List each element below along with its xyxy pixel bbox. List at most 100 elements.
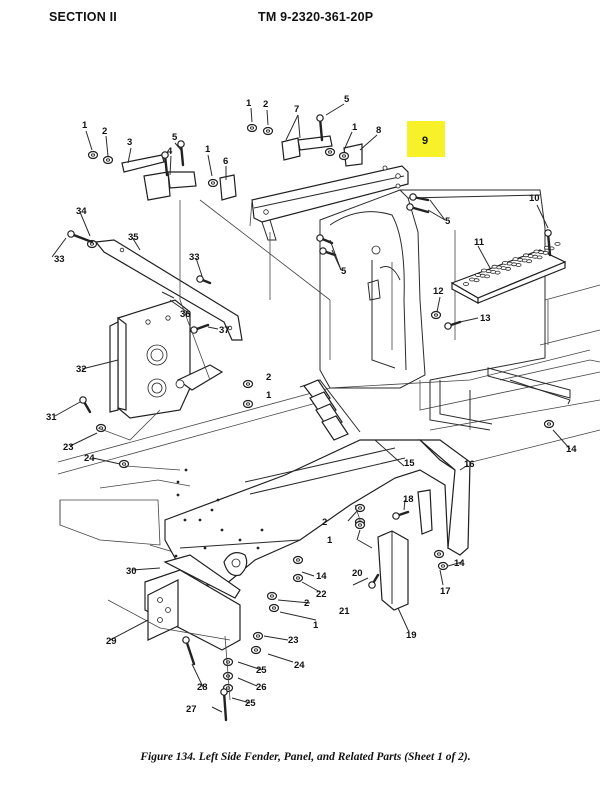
bolt-head	[544, 229, 552, 237]
hinge-brackets	[121, 135, 363, 201]
callout-32: 32	[76, 364, 87, 375]
callout-3: 3	[127, 137, 132, 148]
leader-line	[191, 663, 204, 688]
figure-caption: Figure 134. Left Side Fender, Panel, and…	[140, 751, 471, 763]
callout-20: 20	[352, 568, 363, 579]
step-hole	[512, 257, 519, 262]
fender-side-bracket	[377, 489, 433, 611]
support-arm	[94, 239, 243, 341]
leader-line	[207, 326, 219, 330]
nut-bore	[269, 594, 274, 598]
callout-36: 36	[180, 309, 191, 320]
callout-14: 14	[566, 444, 577, 455]
callout-2: 2	[266, 372, 271, 383]
callout-1: 1	[82, 120, 88, 131]
callout-2: 2	[263, 99, 268, 110]
step-hole	[468, 277, 475, 282]
callout-1: 1	[205, 144, 211, 155]
step-plate	[450, 241, 567, 305]
leader-line	[81, 359, 119, 370]
fender-bolt-hole	[176, 493, 180, 497]
callout-28: 28	[197, 682, 208, 693]
callout-25: 25	[256, 665, 267, 676]
leader-line	[356, 529, 361, 541]
callout-13: 13	[480, 313, 491, 324]
bolt-head	[220, 688, 228, 696]
leader-line	[301, 571, 315, 577]
leader-line	[92, 457, 121, 465]
bolt	[222, 690, 228, 722]
callout-8: 8	[376, 125, 381, 136]
callout-5: 5	[445, 216, 451, 227]
callout-1: 1	[246, 98, 252, 109]
leader-line	[131, 567, 161, 571]
nut-bore	[245, 402, 250, 406]
callout-37: 37	[219, 325, 230, 336]
light-bracket	[109, 299, 224, 419]
leader-line	[207, 154, 213, 177]
callout-23: 23	[288, 635, 299, 646]
leader-line	[297, 114, 301, 139]
fender-bolt-hole	[176, 480, 180, 484]
nut-bore	[436, 552, 441, 556]
leader-line	[211, 706, 223, 713]
step-hole	[491, 264, 498, 269]
leader-line	[374, 439, 405, 467]
leader-line	[427, 209, 446, 221]
leader-line	[459, 317, 479, 323]
callout-1: 1	[266, 390, 272, 401]
nut-bore	[357, 523, 362, 527]
step-hole	[501, 260, 508, 265]
leader-line	[439, 569, 444, 586]
bolt-head	[182, 636, 190, 644]
bolt-head	[177, 140, 185, 148]
nut-bore	[433, 313, 438, 317]
nut-bore	[440, 564, 445, 568]
bolt-head	[409, 193, 417, 201]
callout-14: 14	[316, 571, 327, 582]
fender-bolt-hole	[220, 528, 224, 532]
leader-line	[397, 607, 410, 633]
callout-30: 30	[126, 566, 137, 577]
bolt-head	[67, 230, 75, 238]
leader-line	[237, 661, 263, 671]
leader-line	[105, 135, 109, 157]
callout-5: 5	[341, 266, 347, 277]
callout-11: 11	[474, 237, 485, 248]
leader-line	[277, 599, 311, 604]
callout-2: 2	[322, 517, 327, 528]
nut-bore	[91, 153, 96, 157]
leader-line	[552, 429, 571, 450]
callout-9-label: 9	[422, 135, 428, 147]
callout-1: 1	[313, 620, 319, 631]
leader-line	[429, 199, 446, 221]
nut-bore	[341, 154, 346, 158]
nut-bore	[245, 382, 250, 386]
leader-line	[169, 155, 172, 176]
callout-33: 33	[189, 252, 200, 263]
step-hole	[523, 253, 530, 258]
leader-line	[195, 257, 203, 277]
callout-2: 2	[102, 126, 107, 137]
leader-line	[359, 134, 378, 151]
nut-bore	[295, 558, 300, 562]
fender-bolt-hole	[203, 546, 207, 550]
leader-line	[267, 653, 294, 663]
callout-5: 5	[344, 94, 350, 105]
step-hole	[462, 282, 469, 286]
callout-19: 19	[406, 630, 417, 641]
leader-line	[79, 211, 91, 237]
bolt-head	[368, 581, 376, 589]
callout-26: 26	[256, 682, 267, 693]
callout-2: 2	[304, 598, 309, 609]
nut-bore	[210, 181, 215, 185]
leader-line	[447, 561, 463, 567]
callout-35: 35	[128, 232, 139, 243]
nut-bore	[357, 506, 362, 510]
fender-bolt-hole	[216, 498, 220, 502]
bolt-head	[319, 247, 327, 255]
fender-bolt-hole	[260, 528, 264, 532]
bolt-head	[79, 396, 87, 404]
leader-line	[51, 237, 67, 258]
